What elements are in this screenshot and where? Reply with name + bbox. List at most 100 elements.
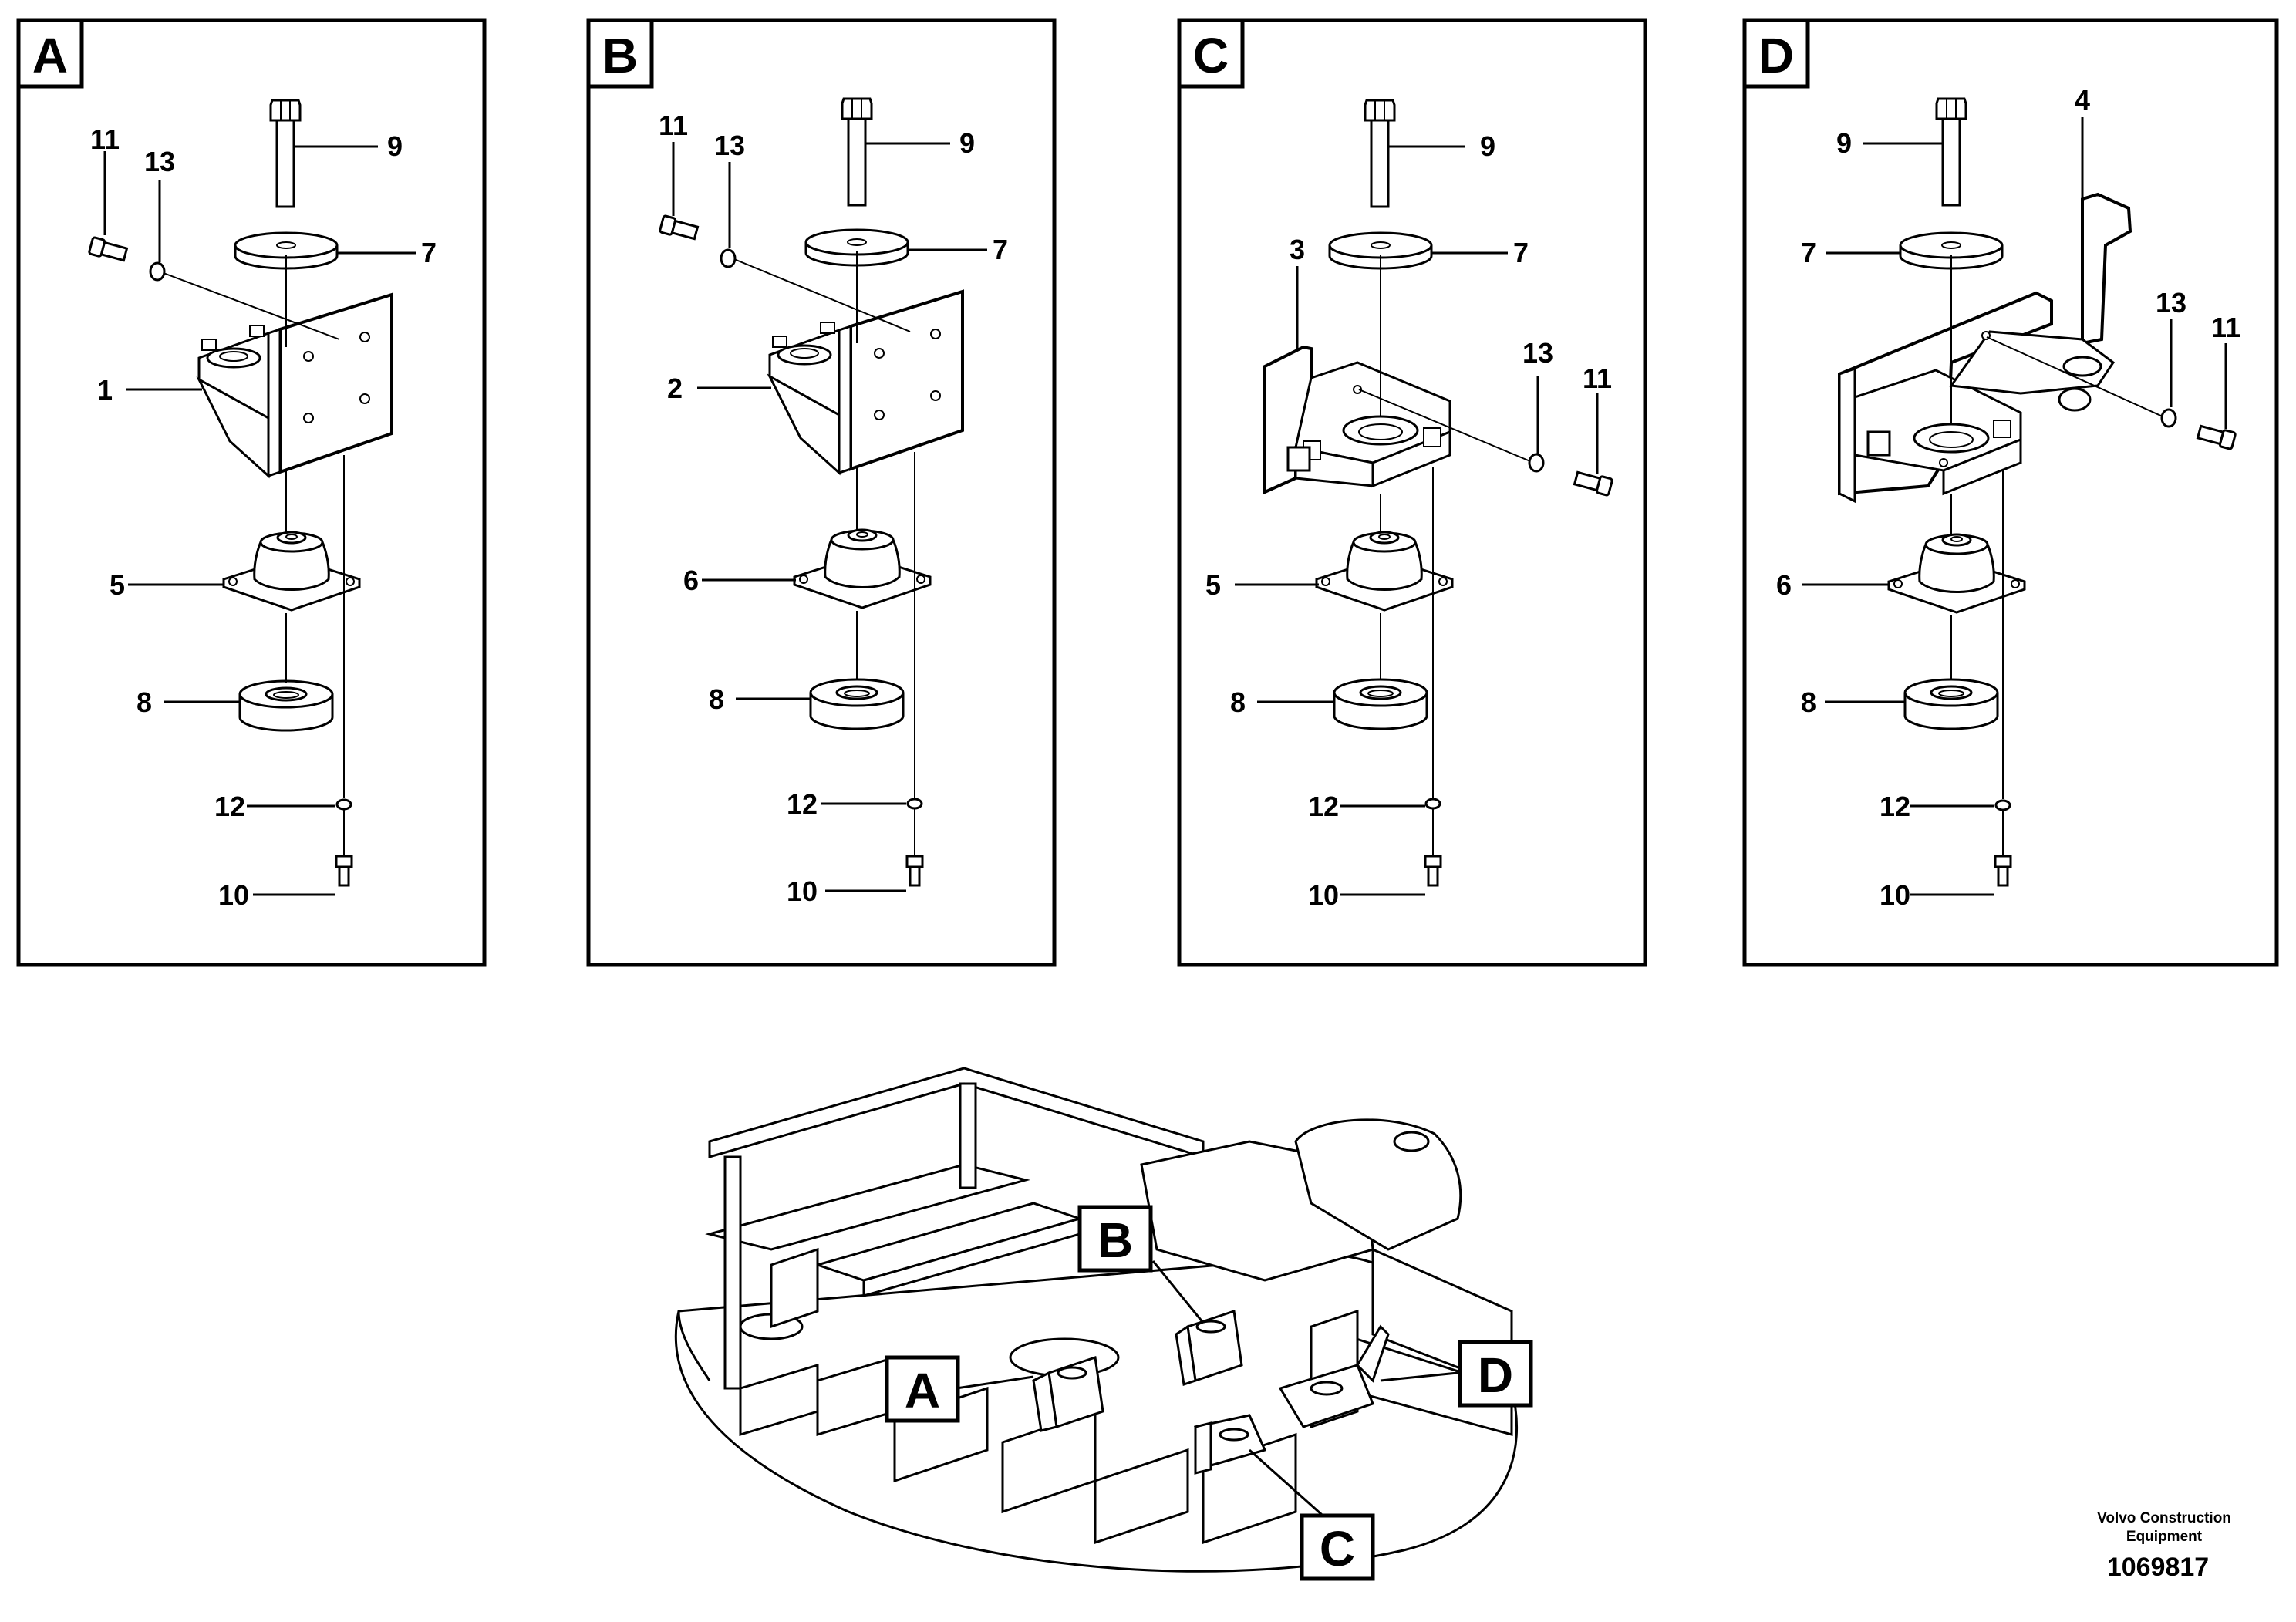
- spacer-8: [1333, 678, 1428, 730]
- screw-10: [335, 855, 353, 887]
- callout-12: 12: [214, 791, 245, 822]
- spacer-8: [238, 679, 334, 732]
- callout-bracket: 1: [97, 374, 113, 406]
- panel-a-tag: [16, 18, 84, 89]
- panel-d-tag: [1742, 18, 1810, 89]
- footer-brand-line2: Equipment: [2126, 1529, 2203, 1545]
- svg-text:D: D: [1478, 1347, 1513, 1403]
- callout-mount: 6: [683, 565, 699, 596]
- washer-13: [1528, 453, 1545, 473]
- side-bolt-11: [1573, 468, 1614, 497]
- callout-13: 13: [1522, 337, 1553, 369]
- rubber-mount-5: [222, 531, 361, 612]
- rubber-mount-5: [1315, 531, 1454, 612]
- rubber-mount-6: [1887, 533, 2026, 614]
- callout-11: 11: [90, 123, 120, 155]
- panel-b-frame: [586, 18, 1057, 967]
- panel-a-letter: A: [32, 28, 68, 83]
- callout-mount: 6: [1776, 569, 1792, 601]
- callout-7: 7: [993, 234, 1008, 265]
- callout-mount: 5: [1205, 569, 1221, 601]
- frame-overview: [674, 1067, 1519, 1573]
- washer-12: [906, 798, 923, 810]
- callout-4: 4: [2075, 84, 2090, 116]
- side-bolt-11: [658, 214, 700, 243]
- overview-mount-b: [1175, 1310, 1243, 1386]
- overview-mount-a: [1032, 1356, 1104, 1432]
- callout-12: 12: [787, 788, 818, 820]
- overview-mount-c: [1193, 1414, 1267, 1475]
- screw-10: [905, 855, 924, 887]
- svg-text:A: A: [905, 1363, 940, 1418]
- panel-c-frame: [1177, 18, 1647, 967]
- bracket-4: [1838, 192, 2132, 504]
- panel-a: A 11 13 9 7 1 5 8 12 10: [16, 18, 487, 967]
- washer-13: [720, 248, 737, 268]
- callout-13: 13: [144, 146, 175, 177]
- screw-10: [1994, 855, 2012, 887]
- bolt-9: [1935, 97, 1967, 207]
- overview-label-c: C: [1300, 1513, 1375, 1581]
- callout-8: 8: [1801, 686, 1816, 718]
- svg-text:C: C: [1320, 1521, 1355, 1576]
- callout-7: 7: [1513, 237, 1529, 268]
- callout-11: 11: [1583, 363, 1612, 394]
- panel-c-letter: C: [1193, 28, 1229, 83]
- bracket-1: [197, 293, 393, 477]
- callout-12: 12: [1880, 791, 1910, 822]
- rubber-mount-6: [793, 528, 932, 609]
- callout-11: 11: [659, 110, 688, 141]
- callout-13: 13: [2156, 287, 2186, 319]
- callout-10: 10: [787, 875, 818, 907]
- washer-12: [1994, 799, 2011, 811]
- overview-mount-d: [1278, 1324, 1390, 1428]
- washer-12: [1424, 798, 1441, 810]
- callout-12: 12: [1308, 791, 1339, 822]
- drawing-number: 1069817: [2107, 1553, 2209, 1582]
- panel-a-frame: [16, 18, 487, 967]
- washer-13: [2160, 408, 2177, 428]
- panel-c: C: [1177, 18, 1647, 967]
- callout-9: 9: [1480, 130, 1495, 162]
- callout-10: 10: [218, 879, 249, 911]
- callout-9: 9: [387, 130, 403, 162]
- footer-brand-line1: Volvo Construction: [2097, 1510, 2231, 1526]
- spacer-8: [809, 678, 905, 730]
- screw-10: [1424, 855, 1442, 887]
- bolt-9: [269, 99, 302, 208]
- panel-b-letter: B: [602, 28, 638, 83]
- overview-label-a: A: [885, 1355, 960, 1423]
- svg-text:B: B: [1097, 1212, 1133, 1268]
- callout-3: 3: [1290, 234, 1305, 265]
- callout-10: 10: [1308, 879, 1339, 911]
- side-bolt-11: [87, 235, 129, 265]
- callout-7: 7: [421, 237, 437, 268]
- panel-d: D: [1742, 18, 2279, 967]
- panel-b-tag: [586, 18, 654, 89]
- bolt-9: [841, 97, 873, 207]
- spacer-8: [1903, 678, 1999, 730]
- overview-label-d: D: [1458, 1340, 1533, 1408]
- panel-b: B 11 13 9 7 2 6 8 12 10: [586, 18, 1057, 967]
- callout-8: 8: [1230, 686, 1246, 718]
- callout-9: 9: [1836, 127, 1852, 159]
- callout-9: 9: [959, 127, 975, 159]
- washer-12: [335, 798, 352, 811]
- overview-label-b: B: [1077, 1205, 1153, 1273]
- callout-8: 8: [709, 683, 724, 715]
- panel-d-frame: [1742, 18, 2279, 967]
- callout-13: 13: [714, 130, 745, 161]
- bracket-3: [1263, 345, 1451, 495]
- side-bolt-11: [2196, 422, 2237, 451]
- panel-c-tag: [1177, 18, 1245, 89]
- panel-d-letter: D: [1758, 28, 1794, 83]
- bracket-2: [768, 290, 964, 474]
- callout-10: 10: [1880, 879, 1910, 911]
- bolt-9: [1364, 99, 1396, 208]
- callout-11: 11: [2211, 312, 2240, 343]
- callout-bracket: 2: [667, 373, 683, 404]
- callout-mount: 5: [110, 569, 125, 601]
- washer-13: [149, 261, 166, 282]
- callout-7: 7: [1801, 237, 1816, 268]
